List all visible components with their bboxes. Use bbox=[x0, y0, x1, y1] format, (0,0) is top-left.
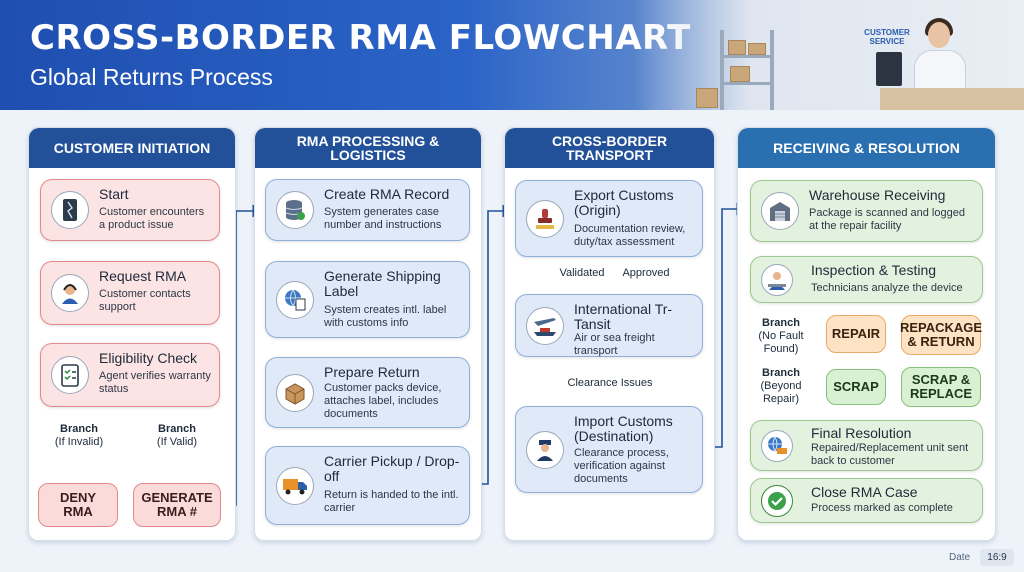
outcome-scrap-replace[interactable]: SCRAP & REPLACE bbox=[901, 367, 981, 407]
database-icon bbox=[276, 191, 314, 229]
step-description: System creates intl. label with customs … bbox=[324, 304, 447, 329]
outcome-deny-rma[interactable]: DENY RMA bbox=[38, 483, 118, 527]
step-description: System generates case number and instruc… bbox=[324, 206, 442, 231]
box-illustration bbox=[728, 40, 746, 55]
broken-phone-icon bbox=[51, 191, 89, 229]
edge-label-approved: Approved bbox=[622, 267, 670, 279]
edge-label-clearance-issues: Clearance Issues bbox=[567, 377, 653, 389]
step-warehouse-receiving[interactable]: Warehouse Receiving Package is scanned a… bbox=[750, 180, 983, 242]
step-title: Request RMA bbox=[99, 268, 187, 284]
page-subtitle: Global Returns Process bbox=[30, 64, 273, 90]
step-generate-shipping-label[interactable]: Generate Shipping Label System creates i… bbox=[265, 261, 470, 338]
page-title: CROSS-BORDER RMA FLOWCHART bbox=[30, 18, 691, 58]
edge-label-validated: Validated bbox=[559, 267, 605, 279]
step-description: Package is scanned and logged at the rep… bbox=[809, 207, 965, 232]
step-description: Air or sea freight transport bbox=[574, 332, 655, 357]
footer-date: Date bbox=[949, 552, 971, 563]
customer-service-sign: CUSTOMER SERVICE bbox=[864, 28, 910, 46]
step-description: Customer encounters a product issue bbox=[99, 206, 205, 231]
step-title: Start bbox=[99, 186, 129, 202]
support-agent-icon bbox=[51, 274, 89, 312]
branch-label-beyond-repair: Branch(Beyond Repair) bbox=[760, 367, 802, 405]
step-description: Documentation review, duty/tax assessmen… bbox=[574, 223, 686, 248]
step-description: Customer contacts support bbox=[99, 288, 191, 313]
agent-body bbox=[914, 50, 966, 90]
step-prepare-return[interactable]: Prepare Return Customer packs device, at… bbox=[265, 357, 470, 428]
agent-illustration bbox=[928, 22, 950, 48]
box-illustration bbox=[748, 43, 766, 55]
outcome-repair[interactable]: REPAIR bbox=[826, 315, 886, 353]
step-title: Create RMA Record bbox=[324, 186, 450, 202]
step-description: Customer packs device, attaches label, i… bbox=[324, 382, 442, 420]
globe-document-icon bbox=[276, 280, 314, 319]
step-start[interactable]: Start Customer encounters a product issu… bbox=[40, 179, 220, 241]
column-heading: CROSS-BORDER TRANSPORT bbox=[505, 128, 714, 168]
shelf-post bbox=[720, 30, 724, 110]
warehouse-icon bbox=[761, 192, 799, 230]
step-import-customs[interactable]: Import Customs (Destination) Clearance p… bbox=[515, 406, 703, 493]
customs-officer-icon bbox=[526, 430, 564, 469]
shelf-beam bbox=[720, 82, 774, 85]
step-description: Agent verifies warranty status bbox=[99, 370, 211, 395]
box-illustration bbox=[730, 66, 750, 82]
branch-label-valid: Branch(If Valid) bbox=[156, 423, 198, 448]
step-description: Repaired/Replacement unit sent back to c… bbox=[811, 442, 969, 467]
outcome-repackage-return[interactable]: REPACKAGE & RETURN bbox=[900, 315, 982, 355]
step-title: Carrier Pickup / Drop-off bbox=[324, 453, 460, 484]
step-request-rma[interactable]: Request RMA Customer contacts support bbox=[40, 261, 220, 325]
step-description: Return is handed to the intl. carrier bbox=[324, 489, 459, 514]
step-title: Warehouse Receiving bbox=[809, 187, 946, 203]
step-eligibility-check[interactable]: Eligibility Check Agent verifies warrant… bbox=[40, 343, 220, 407]
outcome-scrap[interactable]: SCRAP bbox=[826, 369, 886, 405]
step-title: Prepare Return bbox=[324, 364, 420, 380]
truck-icon bbox=[276, 466, 314, 505]
step-description: Process marked as complete bbox=[811, 502, 953, 514]
globe-truck-icon bbox=[761, 429, 793, 462]
footer-aspect-ratio: 16:9 bbox=[980, 549, 1014, 566]
monitor-illustration bbox=[876, 52, 902, 86]
box-illustration bbox=[696, 88, 718, 108]
plane-ship-icon bbox=[526, 306, 564, 345]
checklist-icon bbox=[51, 356, 89, 394]
step-title: Import Customs (Destination) bbox=[574, 413, 673, 444]
step-international-transit[interactable]: International Tr- Tansit Air or sea frei… bbox=[515, 294, 703, 357]
step-title: Inspection & Testing bbox=[811, 262, 937, 278]
step-carrier-pickup[interactable]: Carrier Pickup / Drop-off Return is hand… bbox=[265, 446, 470, 525]
column-heading: CUSTOMER INITIATION bbox=[29, 128, 235, 168]
technician-icon bbox=[761, 263, 793, 296]
package-icon bbox=[276, 373, 314, 412]
shelf-post bbox=[770, 30, 774, 110]
step-title: Final Resolution bbox=[811, 425, 912, 441]
step-final-resolution[interactable]: Final Resolution Repaired/Replacement un… bbox=[750, 420, 983, 471]
column-heading: RMA PROCESSING & LOGISTICS bbox=[255, 128, 481, 168]
step-description: Clearance process, verification against … bbox=[574, 447, 669, 485]
column-heading: RECEIVING & RESOLUTION bbox=[738, 128, 995, 168]
branch-label-no-fault: Branch(No Fault Found) bbox=[758, 317, 804, 355]
step-title: Generate Shipping Label bbox=[324, 268, 441, 299]
step-title: Export Customs (Origin) bbox=[574, 187, 674, 218]
step-close-rma-case[interactable]: Close RMA Case Process marked as complet… bbox=[750, 478, 983, 523]
branch-label-invalid: Branch(If Invalid) bbox=[54, 423, 104, 448]
step-create-rma-record[interactable]: Create RMA Record System generates case … bbox=[265, 179, 470, 241]
checkmark-icon bbox=[761, 484, 793, 517]
desk-illustration bbox=[880, 88, 1024, 110]
step-description: Technicians analyze the device bbox=[811, 282, 963, 294]
customs-stamp-icon bbox=[526, 199, 564, 238]
step-title: Eligibility Check bbox=[99, 350, 198, 366]
shelf-beam bbox=[720, 55, 774, 58]
step-inspection-testing[interactable]: Inspection & Testing Technicians analyze… bbox=[750, 256, 983, 303]
outcome-generate-rma[interactable]: GENERATE RMA # bbox=[133, 483, 221, 527]
step-title: Close RMA Case bbox=[811, 484, 918, 500]
step-title: International Tr- Tansit bbox=[574, 301, 673, 332]
step-export-customs[interactable]: Export Customs (Origin) Documentation re… bbox=[515, 180, 703, 257]
